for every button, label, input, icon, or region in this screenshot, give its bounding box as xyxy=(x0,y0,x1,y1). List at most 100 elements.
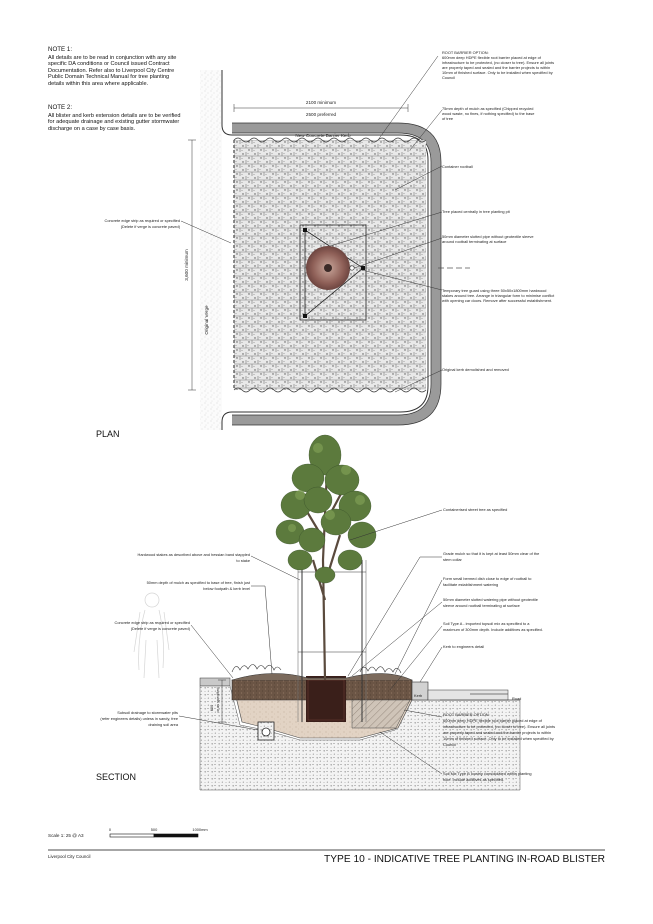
note-1-line: specific DA conditions or Council issued… xyxy=(48,61,170,68)
callout-line: infrastructure to be protected, (no clos… xyxy=(442,60,554,65)
note-1-heading: NOTE 1: xyxy=(48,46,73,53)
kerb-tag: Kerb xyxy=(414,693,422,698)
vertical-dim-label: 3,600 minimum xyxy=(184,249,189,281)
section-callout-hardwood-stakes: Hardwood stakes as described above and h… xyxy=(138,552,250,563)
kerb-label: New Concrete Barrier Kerb xyxy=(295,133,351,138)
person-silhouette xyxy=(133,592,170,679)
callout-line: Soil Mix Type B loosely consolidated wit… xyxy=(443,771,532,776)
plan-callout-tree-placed: Tree placed centrally in tree planting p… xyxy=(442,209,511,214)
callout-line: 600mm deep HDPE flexible root barrier pl… xyxy=(443,718,543,723)
section-callout-soil-type-b: Soil Mix Type B loosely consolidated wit… xyxy=(443,771,532,782)
scale-label: Scale 1: 25 @ A3 xyxy=(48,833,84,838)
callout-line: 75mm depth of mulch as specified (Chippe… xyxy=(442,106,533,111)
callout-line: Council xyxy=(442,75,455,80)
note-1: NOTE 1: All details are to be read in co… xyxy=(48,46,238,88)
callout-line: 50mm depth of mulch as specified to base… xyxy=(147,580,251,585)
callout-line: ROOT BARRIER OPTION: xyxy=(442,50,489,55)
scale-tick: 1000mm xyxy=(192,827,207,832)
callout-line: Hardwood stakes as described above and h… xyxy=(138,552,250,557)
scale-tick: 0 xyxy=(109,827,112,832)
dim-min-label: 2100 minimum xyxy=(306,100,336,105)
plan-callout-root-barrier: ROOT BARRIER OPTION: 600mm deep HDPE fle… xyxy=(442,50,554,80)
section-callout-subsoil-drainage: Subsoil drainage to stormwater pits (ref… xyxy=(100,710,178,727)
depth-note-label: or as specified xyxy=(215,687,220,712)
section-callout-mulch: 50mm depth of mulch as specified to base… xyxy=(147,580,251,591)
callout-line: with opening car doors. Remove after suc… xyxy=(442,298,552,303)
callout-line: are properly taped and sealed and the ba… xyxy=(442,65,550,70)
plan-callout-original-kerb: Original kerb demolished and removed xyxy=(442,367,509,372)
dim-pref-label: 2500 preferred xyxy=(306,112,337,117)
callout-line: around rootball terminating at surface xyxy=(442,239,506,244)
plan-callout-slotted-pipe: 50mm diameter slotted pipe without geote… xyxy=(442,234,533,244)
callout-line: sleeve around rootball terminating at su… xyxy=(443,603,520,608)
plan-label: PLAN xyxy=(96,429,120,439)
section-callout-watering-pipe: 50mm diameter slotted watering pipe with… xyxy=(443,597,538,608)
section-callout-kerb-detail: Kerb to engineers detail xyxy=(443,644,484,649)
callout-line: Form small bermed dish close to edge of … xyxy=(443,576,531,581)
callout-line: of tree xyxy=(442,116,453,121)
callout-line: stem collar xyxy=(443,557,463,562)
road-tag: Road xyxy=(512,696,521,701)
callout-line: 10mm of finished surface. Only to be ins… xyxy=(443,736,554,741)
callout-line: Grade mulch so that it is kept at least … xyxy=(443,551,539,556)
tree-canopy xyxy=(275,434,377,584)
section-callout-bermed-dish: Form small bermed dish close to edge of … xyxy=(443,576,531,587)
note-1-line: details within this area where applicabl… xyxy=(48,80,149,87)
plan-callout-mulch: 75mm depth of mulch as specified (Chippe… xyxy=(442,106,534,121)
callout-line: wood waste, no fines, if nothing specifi… xyxy=(442,111,534,116)
callout-line: to stake xyxy=(236,558,250,563)
callout-line: (refer engineers details) unless in sand… xyxy=(100,716,178,721)
callout-line: Concrete edge strip as required or speci… xyxy=(115,620,190,625)
callout-line: Council xyxy=(443,742,456,747)
plan-left-callout: Concrete edge strip as required or speci… xyxy=(105,218,180,223)
note-2-line: discharge on a case by case basis. xyxy=(48,125,136,132)
callout-line: facilitate establishment watering xyxy=(443,582,498,587)
callout-line: 50mm diameter slotted pipe without geote… xyxy=(442,234,533,239)
plan-callout-container-rootball: Container rootball xyxy=(442,164,473,169)
verge-hatch xyxy=(200,70,222,430)
callout-line: infrastructure to be protected, (no clos… xyxy=(443,724,555,729)
callout-line: Soil Type A - imported topsoil mix as sp… xyxy=(443,621,530,626)
section-callout-street-tree: Containerised street tree as specified xyxy=(443,507,507,512)
section-callout-root-barrier: ROOT BARRIER OPTION: 600mm deep HDPE fle… xyxy=(443,712,555,747)
callout-line: (Delete if verge is concrete paved) xyxy=(131,626,191,631)
drawing-title: TYPE 10 - INDICATIVE TREE PLANTING IN-RO… xyxy=(324,854,605,865)
depth-dim-label: 600 xyxy=(209,704,214,711)
section-label: SECTION xyxy=(96,772,136,782)
road-surface xyxy=(427,689,509,701)
note-1-line: Public Domain Technical Manual for tree … xyxy=(48,74,170,81)
callout-line: hole. Include additives as specified. xyxy=(443,777,504,782)
plan-callout-tree-guard: Temporary tree guard using three 50x50x1… xyxy=(442,288,555,303)
subgrade xyxy=(199,685,521,791)
callout-line: stakes around tree. Arrange in triangula… xyxy=(442,293,555,298)
callout-line: 10mm of finished surface. Only to be ins… xyxy=(442,70,553,75)
section-rootball xyxy=(306,676,346,722)
verge-label: Original Verge xyxy=(204,305,209,335)
callout-line: Temporary tree guard using three 50x50x1… xyxy=(442,288,546,293)
scale-bar: Scale 1: 25 @ A3 0 500 1000mm xyxy=(48,827,208,838)
note-2: NOTE 2: All blister and kerb extension d… xyxy=(48,104,248,132)
plan-view: 2100 minimum 2500 preferred New Concrete… xyxy=(96,50,555,439)
plan-left-callout: (Delete if verge is concrete paved) xyxy=(121,224,181,229)
callout-line: ROOT BARRIER OPTION: xyxy=(443,712,490,717)
section-view: Kerb Road xyxy=(96,434,555,791)
callout-line: 600mm deep HDPE flexible root barrier pl… xyxy=(442,55,542,60)
callout-line: 50mm diameter slotted watering pipe with… xyxy=(443,597,538,602)
callout-line: Subsoil drainage to stormwater pits xyxy=(117,710,178,715)
new-concrete-kerb xyxy=(232,123,441,425)
note-2-line: for adequate drainage and existing gutte… xyxy=(48,119,180,126)
section-callout-soil-type-a: Soil Type A - imported topsoil mix as sp… xyxy=(443,621,543,632)
note-2-line: All blister and kerb extension details a… xyxy=(48,112,181,119)
note-1-line: All details are to be read in conjunctio… xyxy=(48,54,177,61)
callout-line: maximum of 300mm depth. Include additive… xyxy=(443,627,543,632)
note-1-line: Documentation. Refer also to Liverpool C… xyxy=(48,67,175,74)
callout-line: below footpath & kerb level xyxy=(203,586,250,591)
council-name: Liverpool City Council xyxy=(48,854,90,859)
scale-tick: 500 xyxy=(151,827,158,832)
note-2-heading: NOTE 2: xyxy=(48,104,73,111)
callout-line: are properly taped and sealed and the ba… xyxy=(443,730,551,735)
callout-line: draining soil area xyxy=(148,722,178,727)
section-callout-grade-mulch: Grade mulch so that it is kept at least … xyxy=(443,551,539,562)
section-callout-edge-strip: Concrete edge strip as required or speci… xyxy=(115,620,191,631)
